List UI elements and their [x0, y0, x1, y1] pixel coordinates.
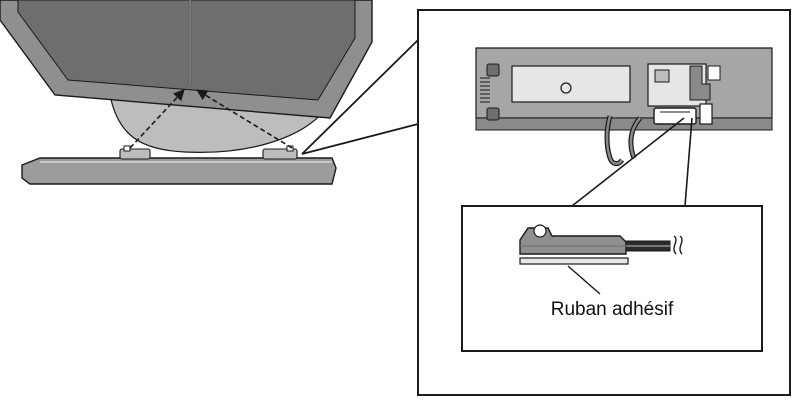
tv-screen — [17, 0, 356, 101]
callout-line-bottom — [301, 123, 419, 155]
detail-callout-box — [461, 205, 763, 352]
soundbar-rear-detail — [475, 47, 773, 207]
tv-scene — [0, 0, 373, 185]
vent-slots — [480, 77, 490, 103]
dashed-arrow-right — [196, 89, 293, 149]
tape-label: Ruban adhésif — [551, 299, 674, 320]
soundbar — [21, 157, 337, 185]
sensor-right — [262, 145, 298, 160]
sensor-left — [119, 145, 151, 160]
callout-line-top — [301, 39, 419, 155]
dashed-arrow-left — [129, 89, 185, 149]
sensor-side-view — [519, 224, 683, 295]
tape-label-pointer — [567, 265, 601, 295]
attached-sensor — [653, 103, 713, 125]
adhesive-tape — [519, 257, 629, 265]
